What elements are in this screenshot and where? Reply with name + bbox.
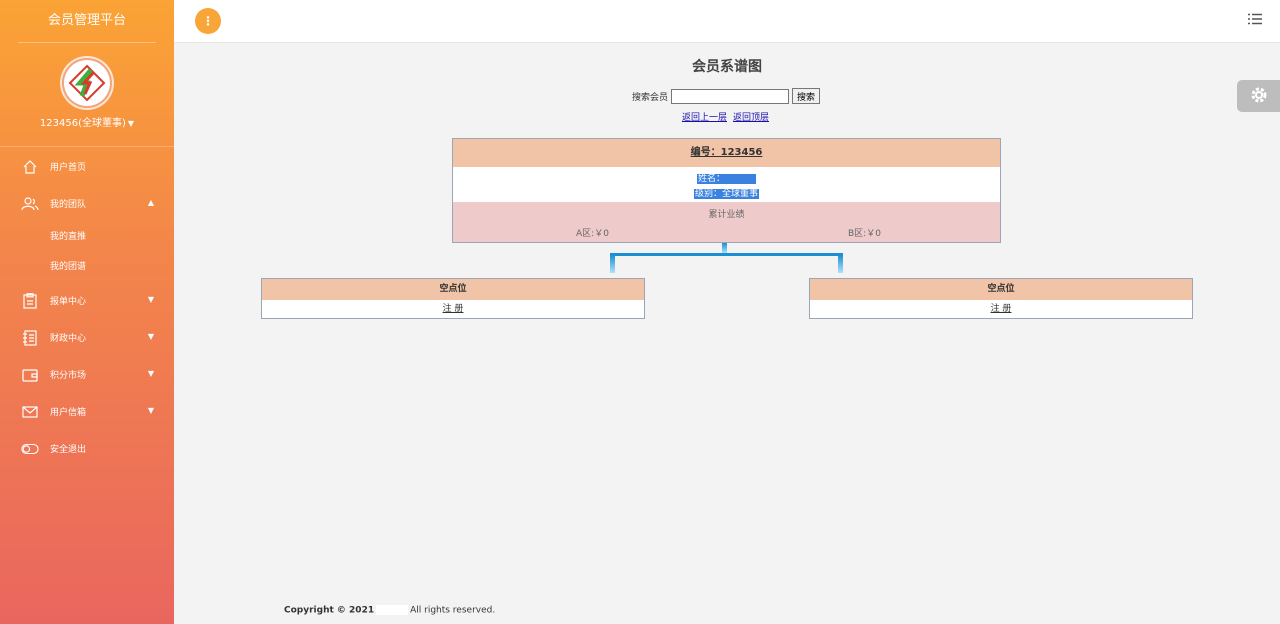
search-label: 搜索会员 <box>632 92 669 103</box>
member-info: 姓名： 级别：全球董事 <box>453 167 1000 202</box>
menu-toggle-button[interactable]: ⋮ <box>195 8 221 34</box>
sidebar-item-orders[interactable]: 报单中心 ▼ <box>0 282 174 319</box>
user-dropdown[interactable]: 123456(全球董事)▼ <box>0 114 174 129</box>
search-button[interactable]: 搜索 <box>792 88 821 104</box>
chevron-down-icon: ▼ <box>147 406 154 415</box>
sidebar-subitem-genealogy[interactable]: 我的团谱 <box>50 262 87 272</box>
sidebar-item-logout[interactable]: 安全退出 <box>0 430 174 467</box>
sidebar-item-label: 用户信箱 <box>50 408 87 418</box>
register-link[interactable]: 注 册 <box>442 304 464 314</box>
child-slot-left: 空点位 注 册 <box>261 278 645 319</box>
sidebar-item-label: 用户首页 <box>50 163 87 173</box>
a-zone-value: A区:￥0 <box>576 229 609 239</box>
sidebar-item-label: 我的团队 <box>50 200 87 210</box>
top-navbar: ⋮ <box>174 0 1280 43</box>
sidebar-subitem-direct[interactable]: 我的直推 <box>50 232 87 242</box>
avatar[interactable] <box>60 56 114 110</box>
footer: Copyright © 2021 All rights reserved. <box>284 605 495 616</box>
back-to-top-link[interactable]: 返回顶层 <box>733 113 770 123</box>
logo-icon <box>64 60 110 106</box>
sidebar-item-team[interactable]: 我的团队 ▲ <box>0 185 174 222</box>
list-icon[interactable] <box>1248 13 1262 27</box>
sidebar-item-label: 安全退出 <box>50 445 87 455</box>
slot-title: 空点位 <box>262 279 644 300</box>
search-input[interactable] <box>671 88 790 104</box>
rights-text: All rights reserved. <box>410 605 496 616</box>
clipboard-icon <box>21 292 39 310</box>
chevron-up-icon: ▲ <box>147 198 154 207</box>
child-slot-right: 空点位 注 册 <box>809 278 1193 319</box>
sidebar-divider <box>0 146 174 147</box>
sidebar-item-label: 积分市场 <box>50 371 87 381</box>
caret-down-icon: ▼ <box>127 119 135 128</box>
member-name: 姓名： <box>696 174 756 184</box>
root-member-card[interactable]: 编号：123456 姓名： 级别：全球董事 累计业绩 A区:￥0 B区:￥0 <box>452 138 1001 243</box>
b-zone-value: B区:￥0 <box>848 229 881 239</box>
wallet-icon <box>21 366 39 384</box>
chevron-down-icon: ▼ <box>147 332 154 341</box>
home-icon <box>21 158 39 176</box>
redacted-name <box>376 605 409 615</box>
member-level: 级别：全球董事 <box>693 189 759 199</box>
sidebar-menu: 用户首页 我的团队 ▲ 我的直推 我的团谱 报单中心 ▼ 财政中心 ▼ <box>0 148 174 467</box>
tree-nav-links: 返回上一层返回顶层 <box>682 110 775 123</box>
register-link[interactable]: 注 册 <box>990 304 1012 314</box>
settings-tab[interactable] <box>1237 80 1280 112</box>
member-id-header: 编号：123456 <box>453 139 1000 167</box>
users-icon <box>21 195 39 213</box>
user-name: 123456(全球董事) <box>39 118 126 129</box>
page-title: 会员系谱图 <box>692 59 762 75</box>
ledger-icon <box>21 329 39 347</box>
chevron-down-icon: ▼ <box>147 369 154 378</box>
member-search: 搜索会员 搜索 <box>632 88 821 104</box>
member-id[interactable]: 编号：123456 <box>690 147 763 158</box>
copyright-text: Copyright © 2021 <box>284 605 375 616</box>
platform-title: 会员管理平台 <box>18 0 156 43</box>
slot-title: 空点位 <box>810 279 1192 300</box>
performance-title: 累计业绩 <box>708 210 745 220</box>
sidebar: 会员管理平台 123456(全球董事)▼ 用户首页 我的团队 ▲ 我的 <box>0 0 174 624</box>
performance-section: 累计业绩 A区:￥0 B区:￥0 <box>453 202 1000 242</box>
back-up-level-link[interactable]: 返回上一层 <box>682 113 728 123</box>
gear-icon <box>1250 86 1268 107</box>
mail-icon <box>21 403 39 421</box>
sidebar-item-home[interactable]: 用户首页 <box>0 148 174 185</box>
sidebar-item-label: 财政中心 <box>50 334 87 344</box>
sidebar-item-label: 报单中心 <box>50 297 87 307</box>
sidebar-item-points-market[interactable]: 积分市场 ▼ <box>0 356 174 393</box>
chevron-down-icon: ▼ <box>147 295 154 304</box>
toggle-icon <box>21 440 39 458</box>
sidebar-item-finance[interactable]: 财政中心 ▼ <box>0 319 174 356</box>
sidebar-item-mailbox[interactable]: 用户信箱 ▼ <box>0 393 174 430</box>
